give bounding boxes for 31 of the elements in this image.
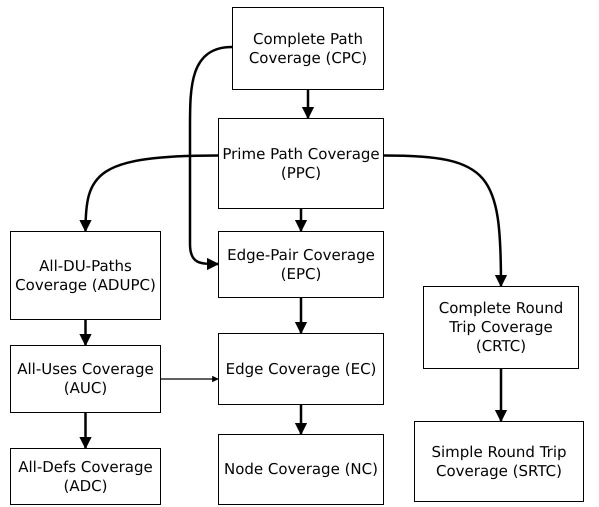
arrow	[294, 209, 308, 232]
process-box	[414, 421, 584, 502]
process-box	[10, 231, 161, 320]
process-box	[218, 434, 384, 505]
box-label: Simple Round Trip Coverage (SRTC)	[430, 442, 568, 480]
box-label: All-Defs Coverage (ADC)	[17, 458, 154, 496]
box-label: All-Uses Coverage (AUC)	[16, 360, 155, 398]
process-box	[423, 286, 579, 369]
box-label: Prime Path Coverage (PPC)	[221, 144, 381, 182]
arrow	[79, 413, 92, 450]
process-box	[10, 448, 161, 505]
box-label: Complete Round Trip Coverage (CRTC)	[438, 299, 564, 356]
process-box	[218, 333, 384, 405]
box-label: Node Coverage (NC)	[224, 460, 378, 479]
process-box	[218, 231, 384, 298]
process-box	[232, 7, 384, 90]
arrow	[294, 298, 308, 334]
box-label: All-DU-Paths Coverage (ADUPC)	[14, 256, 157, 294]
box-label: Complete Path Coverage (CPC)	[248, 30, 368, 68]
box-label: Edge Coverage (EC)	[226, 360, 376, 378]
process-box	[218, 118, 384, 209]
arrow	[302, 90, 314, 120]
arrow	[79, 154, 218, 232]
arrow	[294, 405, 308, 436]
arrow	[79, 320, 92, 346]
arrow	[161, 376, 219, 382]
box-label: Edge-Pair Coverage (EPC)	[226, 246, 376, 284]
arrow	[384, 154, 508, 288]
arrow	[188, 46, 232, 270]
arrow	[494, 369, 508, 422]
process-box	[10, 345, 161, 413]
